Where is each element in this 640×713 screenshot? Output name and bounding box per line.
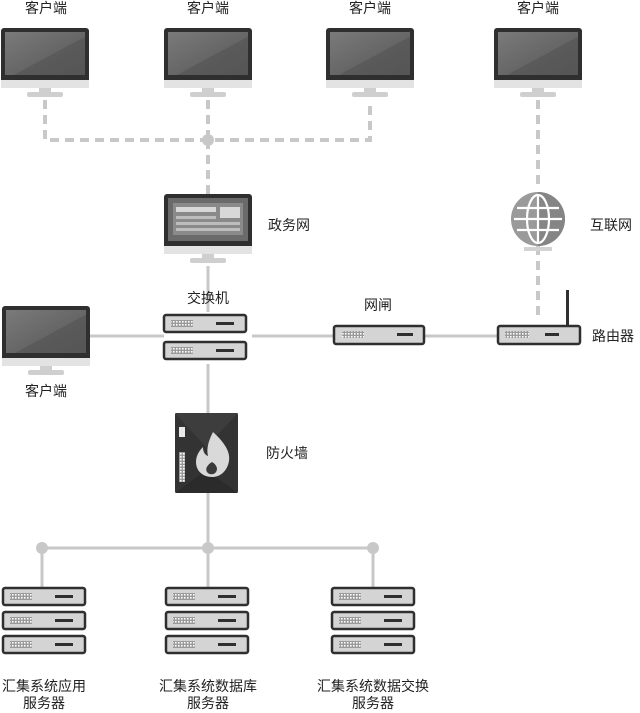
switch-device — [162, 313, 248, 361]
client-monitor-2 — [164, 28, 252, 97]
gov-network-monitor — [164, 194, 252, 263]
server-db-label: 汇集系统数据库 服务器 — [159, 679, 257, 713]
gatekeeper-device — [332, 324, 426, 346]
firewall-label: 防火墙 — [266, 446, 308, 462]
router-label: 路由器 — [592, 329, 634, 345]
firewall-device — [175, 413, 238, 493]
client-label-2: 客户端 — [187, 1, 229, 17]
server-exchange-label: 汇集系统数据交换 服务器 — [317, 679, 429, 713]
server-app-label-line2: 服务器 — [23, 696, 65, 712]
bus-node-db — [202, 542, 214, 554]
client-label-4: 客户端 — [517, 1, 559, 17]
server-exchange-label-line1: 汇集系统数据交换 — [317, 679, 429, 695]
server-db-label-line2: 服务器 — [187, 696, 229, 712]
switch-label: 交换机 — [187, 291, 229, 307]
gatekeeper-label: 网闸 — [364, 298, 392, 314]
client-label-1: 客户端 — [25, 1, 67, 17]
solid-links — [40, 266, 498, 588]
server-db-label-line1: 汇集系统数据库 — [159, 679, 257, 695]
server-rack-exchange — [332, 588, 414, 653]
client-label-left: 客户端 — [25, 384, 67, 400]
client-label-3: 客户端 — [349, 1, 391, 17]
hub-node — [202, 134, 214, 146]
client-monitor-1 — [1, 28, 89, 97]
server-app-label: 汇集系统应用 服务器 — [2, 679, 86, 713]
flame-icon — [196, 432, 230, 477]
internet-label: 互联网 — [590, 218, 632, 234]
dashed-links — [43, 100, 540, 320]
server-exchange-label-line2: 服务器 — [352, 696, 394, 712]
client-monitor-4 — [494, 28, 582, 97]
server-rack-db — [166, 588, 248, 653]
server-app-label-line1: 汇集系统应用 — [2, 679, 86, 695]
client-monitor-3 — [326, 28, 414, 97]
gov-network-label: 政务网 — [268, 218, 310, 234]
globe-icon — [511, 192, 565, 251]
bus-node-exchange — [367, 542, 379, 554]
bus-node-app — [36, 542, 48, 554]
client-monitor-left — [2, 306, 90, 375]
server-rack-app — [3, 588, 85, 653]
router-device — [496, 290, 582, 346]
